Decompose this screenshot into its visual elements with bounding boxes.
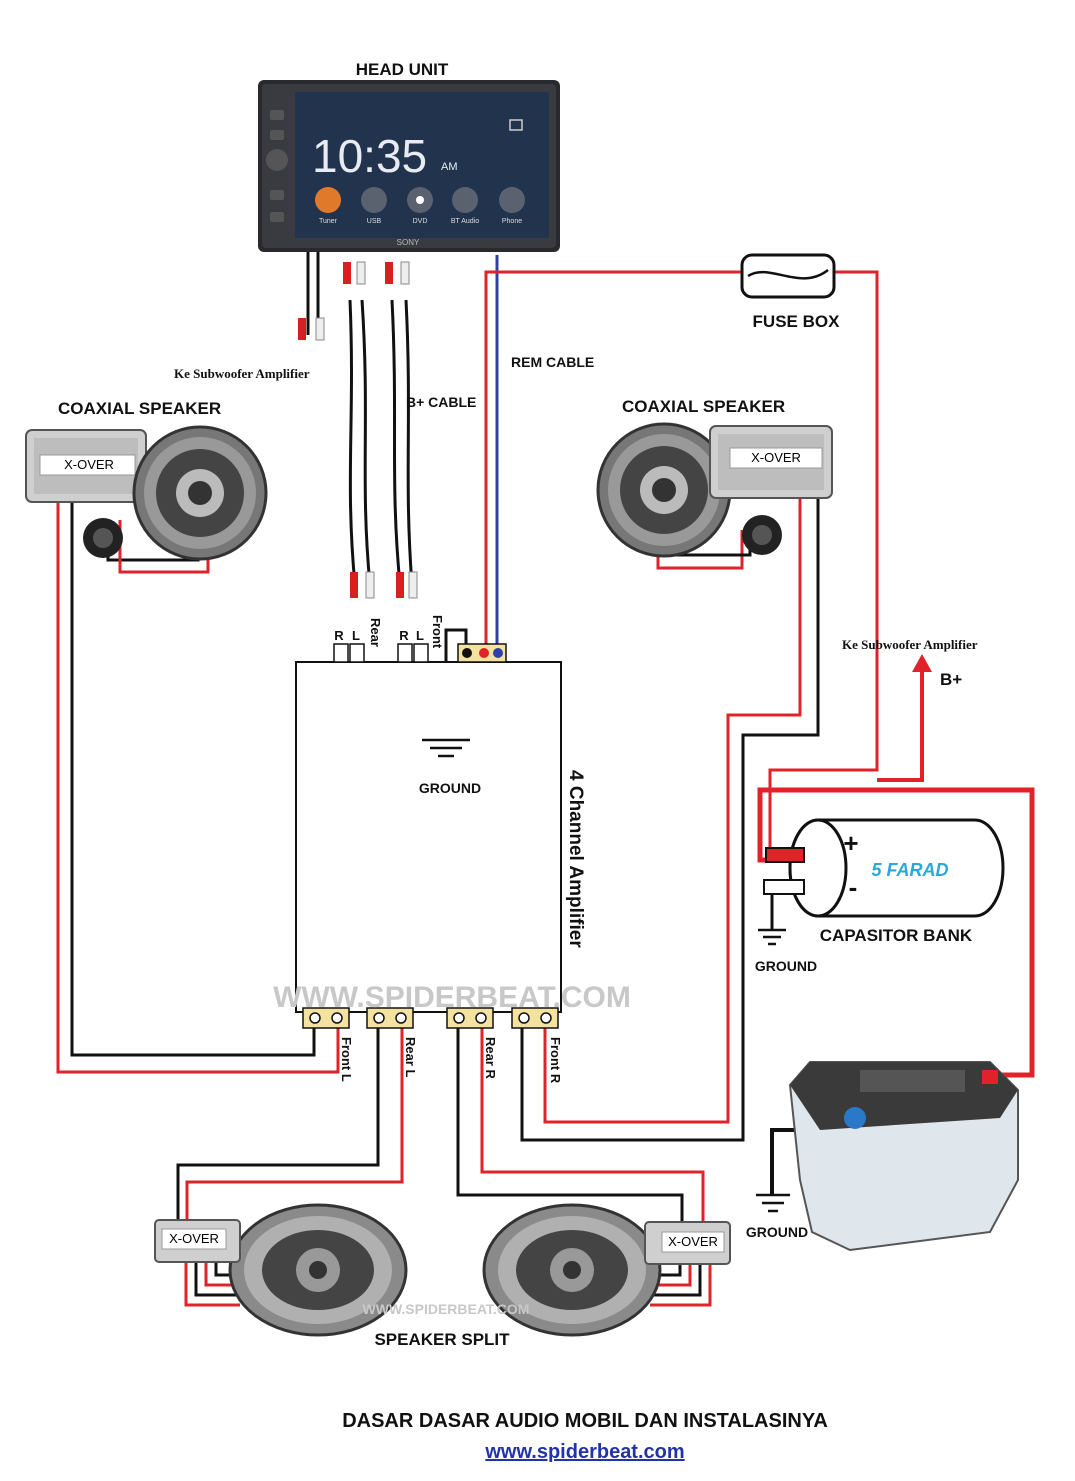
amp-ground-label: GROUND (419, 780, 481, 796)
farad-label: 5 FARAD (871, 860, 948, 880)
hu-app-label: BT Audio (451, 218, 479, 225)
battery-ground-icon (756, 1193, 790, 1213)
hu-app-label: Phone (502, 218, 522, 225)
amp-input-label: Rear (368, 618, 383, 647)
sub-amp-b-plus-wire (877, 668, 924, 782)
fuse-box-label: FUSE BOX (753, 312, 841, 331)
b-plus-label: B+ (940, 670, 962, 689)
amp-output-label: Front L (339, 1037, 354, 1082)
rca-cable-rear (348, 299, 357, 586)
coaxial-right-label: COAXIAL SPEAKER (622, 397, 785, 416)
b-plus-arrow (912, 654, 932, 672)
cap-plus-label: + (843, 828, 858, 858)
usb-icon (361, 187, 387, 213)
amp-output-label: Front R (548, 1037, 563, 1084)
xover-label: X-OVER (64, 457, 114, 472)
fuse-box (740, 253, 836, 299)
watermark: WWW.SPIDERBEAT.COM (273, 981, 631, 1014)
watermark-small: WWW.SPIDERBEAT.COM (363, 1301, 530, 1317)
amp-output-label: Rear R (483, 1037, 498, 1080)
amp-input-label: R (399, 628, 409, 643)
head-unit: 10:35 AM Tuner USB DVD BT Audio Phone SO… (258, 80, 560, 252)
capacitor-bank: + - 5 FARAD (763, 818, 1005, 918)
footer-url[interactable]: www.spiderbeat.com (484, 1441, 684, 1463)
hu-brand: SONY (397, 238, 420, 247)
amp-input-label: L (416, 628, 424, 643)
amp-output-label: Rear L (403, 1037, 418, 1078)
amp-input-label: Front (430, 615, 445, 649)
b-plus-cable-label: B+ CABLE (406, 394, 476, 410)
bt-audio-icon (452, 187, 478, 213)
xover-label: X-OVER (751, 450, 801, 465)
cap-ground-label: GROUND (755, 958, 817, 974)
coaxial-speaker-right: X-OVER (596, 422, 833, 558)
speaker-split-label: SPEAKER SPLIT (374, 1330, 510, 1349)
battery-positive-icon (982, 1070, 998, 1084)
hu-time: 10:35 (312, 130, 427, 182)
split-speaker-right: X-OVER (482, 1203, 731, 1337)
rear-r-wire (456, 1025, 684, 1230)
xover-label: X-OVER (169, 1231, 219, 1246)
split-speaker-left: X-OVER (154, 1203, 408, 1337)
front-l-wire (56, 500, 340, 1074)
amplifier-label: 4 Channel Amplifier (565, 770, 586, 948)
battery-ground-label: GROUND (746, 1224, 808, 1240)
output-terminals (302, 1007, 559, 1029)
cap-minus-label: - (849, 872, 858, 902)
amp-input-label: L (352, 628, 360, 643)
tuner-icon (315, 187, 341, 213)
coaxial-left-label: COAXIAL SPEAKER (58, 399, 221, 418)
hu-ampm: AM (441, 161, 458, 173)
hu-app-label: USB (367, 218, 382, 225)
rear-l-wire (176, 1025, 380, 1230)
head-unit-label: HEAD UNIT (356, 60, 449, 79)
amplifier (295, 643, 562, 1029)
rem-cable-label: REM CABLE (511, 354, 594, 370)
front-r-wire (543, 495, 802, 1124)
footer-title: DASAR DASAR AUDIO MOBIL DAN INSTALASINYA (342, 1410, 828, 1432)
xover-label: X-OVER (668, 1234, 718, 1249)
hu-app-label: Tuner (319, 218, 338, 225)
hu-app-label: DVD (413, 218, 428, 225)
capacitor-bank-label: CAPASITOR BANK (820, 926, 973, 945)
battery (788, 1061, 1019, 1252)
b-plus-wire (484, 270, 745, 652)
volume-knob-icon (266, 149, 288, 171)
rca-plugs (298, 261, 418, 599)
ke-sub-right-label: Ke Subwoofer Amplifier (842, 637, 978, 652)
head-unit-screen (295, 92, 549, 238)
cap-ground-icon (758, 928, 786, 946)
amp-ground-icon (422, 738, 470, 758)
ke-sub-left-label: Ke Subwoofer Amplifier (174, 366, 310, 381)
amp-input-label: R (334, 628, 344, 643)
rca-cable-front (390, 299, 402, 586)
phone-icon (499, 187, 525, 213)
battery-negative-icon (844, 1107, 866, 1129)
coaxial-speaker-left: X-OVER (25, 425, 268, 561)
